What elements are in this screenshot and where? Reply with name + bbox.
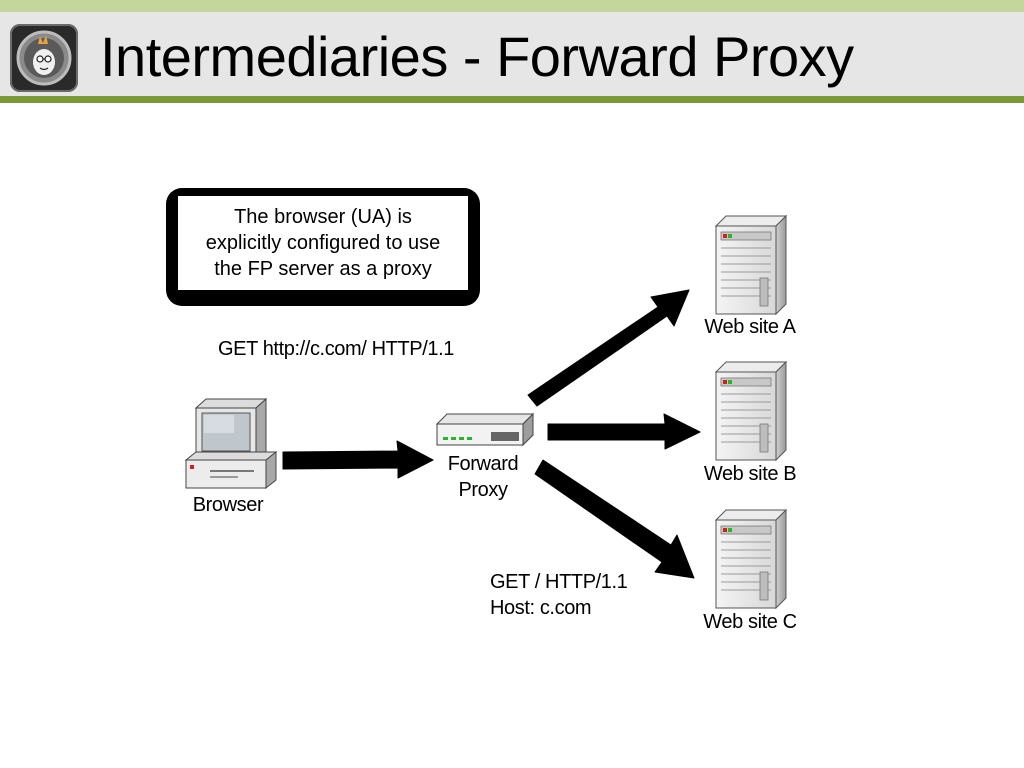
proxy-label-line: Proxy	[458, 479, 508, 501]
request-to-server-line: GET / HTTP/1.1	[490, 571, 628, 593]
top-accent-stripe	[0, 0, 1024, 12]
title-bar	[0, 12, 1024, 96]
request-to-server-line: Host: c.com	[490, 597, 592, 619]
request-from-browser-label: GET http://c.com/ HTTP/1.1	[218, 338, 454, 360]
arrow-proxy-to-site-c	[534, 459, 695, 579]
note-callout-body: The browser (UA) is explicitly configure…	[178, 196, 468, 290]
forward-proxy-device-icon	[435, 412, 535, 447]
server-icon	[715, 215, 787, 315]
mascot-logo-icon	[10, 24, 78, 92]
server-icon	[715, 509, 787, 609]
server-icon	[715, 361, 787, 461]
arrow-proxy-to-site-b	[547, 413, 701, 450]
note-line: explicitly configured to use	[205, 232, 441, 254]
note-line: the FP server as a proxy	[214, 258, 432, 280]
arrow-browser-to-proxy	[282, 440, 434, 479]
browser-computer-icon	[184, 397, 278, 490]
title-underline	[0, 96, 1024, 103]
slide-title: Intermediaries - Forward Proxy	[100, 25, 854, 88]
server-label-a: Web site A	[704, 316, 796, 338]
note-text: The browser (UA) is explicitly configure…	[206, 204, 441, 282]
proxy-label-line: Forward	[447, 453, 519, 475]
note-callout: The browser (UA) is explicitly configure…	[166, 188, 480, 306]
note-line: The browser (UA) is	[234, 206, 412, 228]
browser-label: Browser	[192, 494, 264, 516]
server-label-b: Web site B	[703, 463, 797, 485]
server-label-c: Web site C	[703, 611, 797, 633]
arrow-proxy-to-site-a	[527, 289, 690, 407]
